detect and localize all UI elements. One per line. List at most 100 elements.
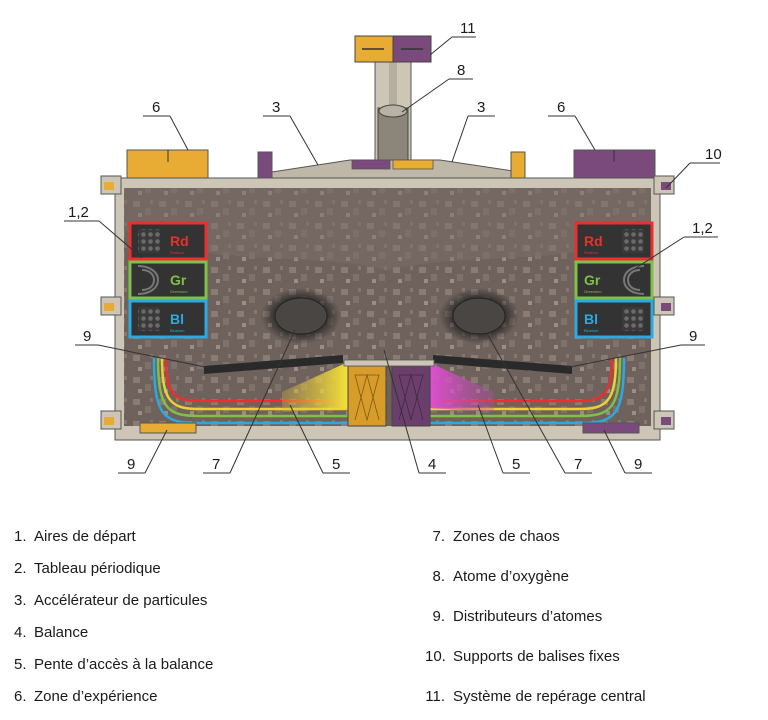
callout-leader xyxy=(429,36,453,56)
callout-leader xyxy=(564,344,682,369)
callout-label: 10 xyxy=(705,146,722,163)
tag-right-green-symbol: Gr xyxy=(584,272,601,288)
legend-item-number: 2. xyxy=(14,560,27,577)
callout-label: 1,2 xyxy=(68,204,89,221)
legend-item-number: 10. xyxy=(425,648,446,665)
callout-leader xyxy=(289,404,324,474)
callout-leader xyxy=(169,115,189,151)
legend-item: 5.Pente d’accès à la balance xyxy=(14,656,213,673)
legend-item-label: Système de repérage central xyxy=(453,688,646,705)
callout-leader xyxy=(451,115,469,163)
callout-leader xyxy=(665,162,691,189)
callout-6: 6 xyxy=(548,99,596,151)
callout-label: 1,2 xyxy=(692,220,713,237)
legend-item-label: Supports de balises fixes xyxy=(453,648,620,665)
legend-item: 10. Supports de balises fixes xyxy=(425,648,620,665)
dispenser-right xyxy=(433,355,572,374)
legend-item: 11. Système de repérage central xyxy=(425,688,646,705)
callout-label: 9 xyxy=(83,328,91,345)
legend-item: 4. Balance xyxy=(14,624,88,641)
tag-left-blue-symbol: Bl xyxy=(170,311,184,327)
tag-left-green-name: Greenium xyxy=(170,289,188,294)
tag-right-red-name: Redium xyxy=(584,250,598,255)
callout-leader xyxy=(289,115,319,166)
callout-10: 9 xyxy=(75,328,211,369)
legend-item-label: Atome d’oxygène xyxy=(453,568,569,585)
callout-label: 4 xyxy=(428,456,436,473)
callout-leader xyxy=(487,334,566,474)
callout-label: 3 xyxy=(477,99,485,116)
callout-label: 6 xyxy=(557,99,565,116)
callout-leader xyxy=(383,349,420,474)
legend-item-number: 8. xyxy=(432,568,445,585)
tag-right-green-name: Greenium xyxy=(584,289,602,294)
callout-label: 7 xyxy=(574,456,582,473)
legend-item: 9.Distributeurs d’atomes xyxy=(425,608,602,625)
callout-leader xyxy=(401,78,450,113)
callout-12: 9 xyxy=(118,429,168,474)
callout-leader xyxy=(98,220,143,259)
accelerator-purple-part xyxy=(351,159,391,170)
callout-leader xyxy=(635,236,685,269)
callout-3: 6 xyxy=(143,99,189,151)
callout-label: 6 xyxy=(152,99,160,116)
legend-item-number: 4. xyxy=(14,624,27,641)
callout-label: 7 xyxy=(212,456,220,473)
tag-right-green xyxy=(574,260,654,300)
callout-18: 9 xyxy=(603,429,652,474)
periodic-table-right: Rd Redium Gr Greenium Bl Blueium xyxy=(574,221,654,339)
legend-item-label: Zones de chaos xyxy=(453,528,560,545)
legend-item-number: 11. xyxy=(425,688,445,705)
guide-lines-left xyxy=(152,357,352,425)
callout-15: 4 xyxy=(383,349,446,474)
balance-slope-left xyxy=(282,362,348,412)
central-tracking-purple xyxy=(392,35,432,63)
callout-layer: 11 8 6 3 3 6 10 1,2 1,2 9 9 9 7 5 4 5 7 9 xyxy=(64,20,722,474)
legend-item-number: 1. xyxy=(14,528,27,545)
callout-16: 5 xyxy=(477,404,530,474)
callout-label: 5 xyxy=(512,456,520,473)
tag-right-blue-symbol: Bl xyxy=(584,311,598,327)
legend-item: 3.Accélérateur de particules xyxy=(14,592,207,609)
legend-item-label: Tableau périodique xyxy=(34,560,161,577)
callout-13: 7 xyxy=(203,329,296,474)
tag-right-red-symbol: Rd xyxy=(584,233,603,249)
tag-left-red-name: Redium xyxy=(170,250,184,255)
legend-item-number: 5. xyxy=(14,656,27,673)
legend-item-number: 7. xyxy=(432,528,445,545)
accelerator-yellow-part xyxy=(392,159,434,170)
legend-item: 8. Atome d’oxygène xyxy=(425,568,569,585)
legend-item-label: Accélérateur de particules xyxy=(34,592,208,609)
legend-item: 1. Aires de départ xyxy=(14,528,136,545)
tag-left-green xyxy=(128,260,208,300)
legend-item-number: 6. xyxy=(14,688,27,705)
callout-label: 11 xyxy=(460,20,476,37)
callout-label: 3 xyxy=(272,99,280,116)
legend-item-label: Zone d’expérience xyxy=(34,688,158,705)
callout-leader xyxy=(144,429,168,474)
beacon-supports xyxy=(100,175,675,430)
callout-1: 11 xyxy=(429,20,476,56)
callout-label: 9 xyxy=(127,456,135,473)
legend-item-label: Balance xyxy=(34,624,89,641)
callout-2: 8 xyxy=(401,62,473,113)
arena-floor xyxy=(124,188,651,426)
callout-leader xyxy=(477,404,504,474)
callout-7: 10 xyxy=(665,146,722,189)
oxygen-atom xyxy=(378,104,408,118)
callout-label: 9 xyxy=(689,328,697,345)
callout-9: 1,2 xyxy=(635,220,718,269)
callout-label: 9 xyxy=(634,456,642,473)
balance-slope-right xyxy=(428,362,494,412)
callout-14: 5 xyxy=(289,404,350,474)
dispenser-bottom-left xyxy=(139,422,197,434)
callout-5: 3 xyxy=(451,99,495,163)
callout-label: 5 xyxy=(332,456,340,473)
legend-item-label: Aires de départ xyxy=(34,528,136,545)
tag-left-green-symbol: Gr xyxy=(170,272,187,288)
legend-item: 6. Zone d’expérience xyxy=(14,688,157,705)
arena-diagram: Rd Redium Gr Greenium Bl Blueium Rd Redi… xyxy=(64,20,722,474)
guide-lines-right xyxy=(426,357,626,425)
tag-left-blue-name: Blueium xyxy=(170,328,185,333)
callout-4: 3 xyxy=(263,99,319,166)
